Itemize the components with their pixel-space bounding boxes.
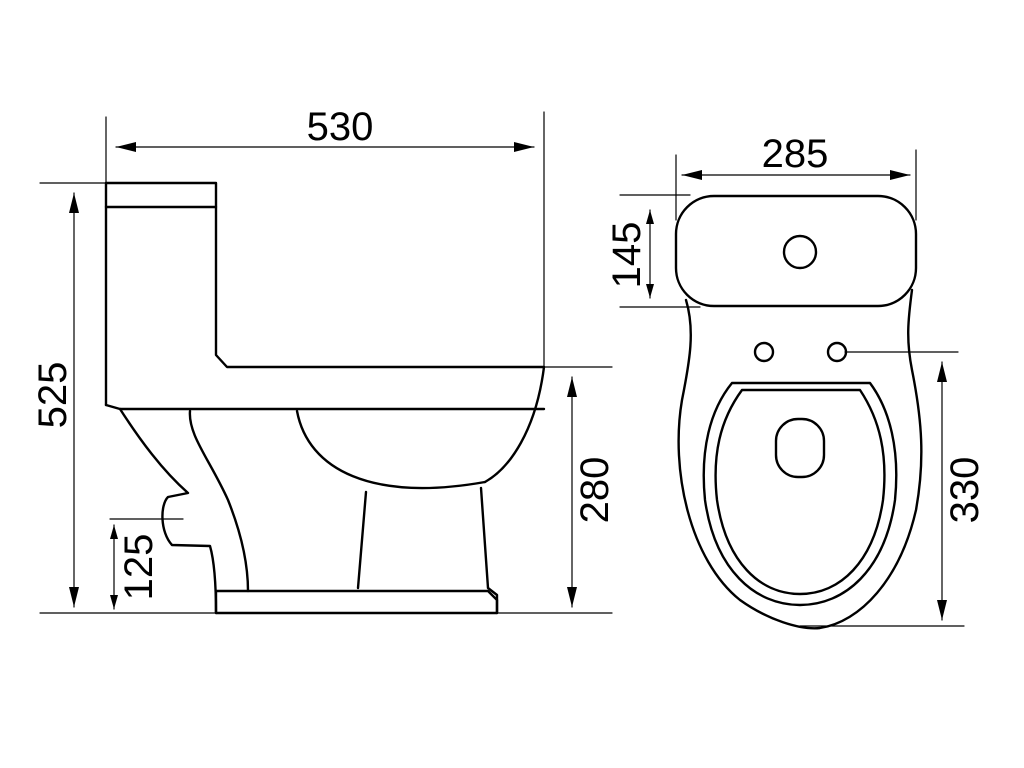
- seat-rim: [104, 403, 546, 411]
- trap-outer: [118, 407, 218, 615]
- tank-depth-145-label: 145: [605, 222, 649, 289]
- width-530-label: 530: [307, 105, 374, 149]
- height-525-label: 525: [31, 362, 75, 429]
- bowl-inner: [295, 409, 487, 490]
- flush-button: [782, 234, 818, 270]
- pedestal-front: [479, 486, 499, 615]
- bowl-outer: [677, 288, 923, 630]
- side-view-dimensions: 530 525 280 125: [31, 105, 617, 610]
- bowl-front: [483, 365, 546, 484]
- bolt-hole-right: [826, 341, 848, 363]
- side-view: [39, 111, 613, 615]
- top-view-dimensions: 285 145 330: [605, 132, 987, 621]
- seat-outer: [702, 381, 898, 607]
- seat-height-280-label: 280: [573, 457, 617, 524]
- trap-inner: [188, 409, 250, 593]
- width-285-label: 285: [762, 132, 829, 176]
- bolt-hole-left: [753, 341, 775, 363]
- tank-top: [674, 194, 918, 308]
- tank-outline: [104, 181, 546, 369]
- seat-inner: [714, 388, 886, 596]
- pedestal-back: [356, 490, 368, 590]
- bowl-depth-330-label: 330: [943, 457, 987, 524]
- drain-hole: [774, 417, 826, 479]
- base: [214, 589, 499, 615]
- outlet-height-125-label: 125: [117, 534, 161, 601]
- top-view: [619, 149, 965, 630]
